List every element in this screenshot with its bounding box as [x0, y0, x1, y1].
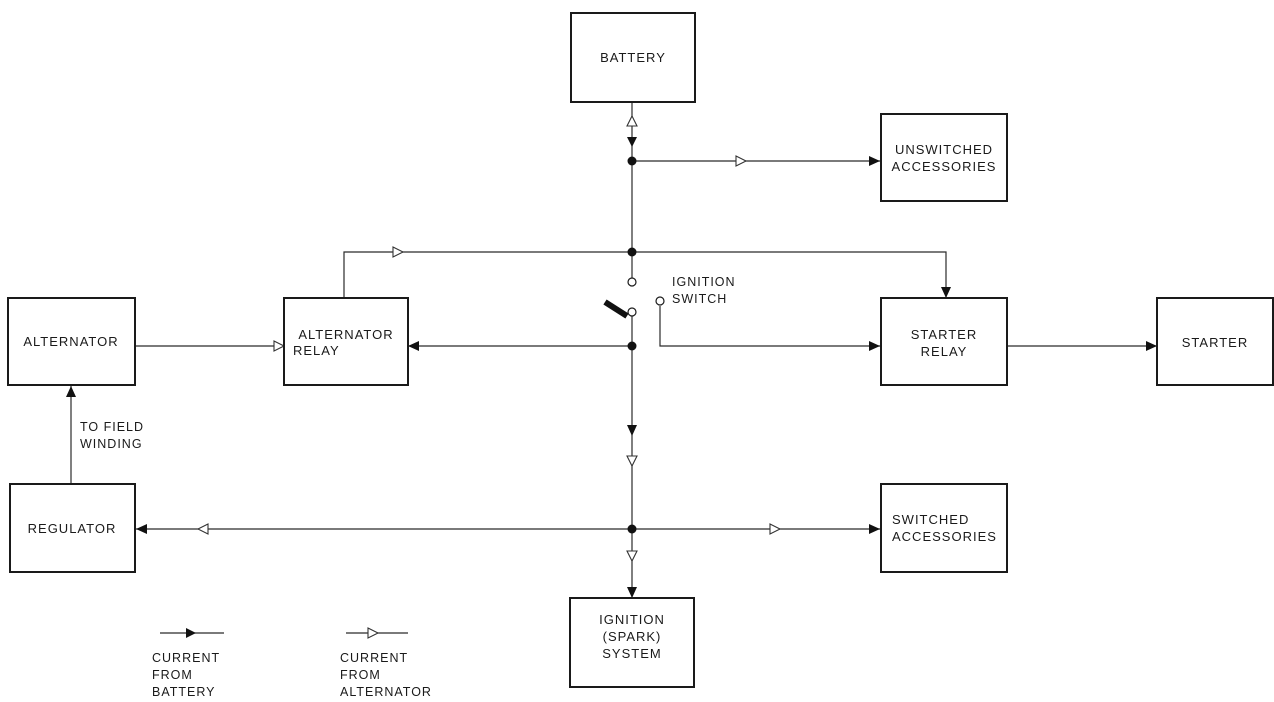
switched-arrowhead	[869, 524, 880, 534]
switched-accessories-box: SWITCHED ACCESSORIES	[880, 483, 1008, 573]
starter-label: STARTER	[1182, 335, 1248, 350]
switched-accessories-label-line2: ACCESSORIES	[892, 529, 997, 544]
ignition-system-arrowhead	[627, 587, 637, 598]
ignition-switch-label-line2: SWITCH	[672, 292, 727, 306]
switch-contact-start	[655, 296, 665, 306]
ignition-battery-arrow	[627, 425, 637, 436]
junction-dot	[627, 247, 637, 257]
ignition-switch-label-line1: IGNITION	[672, 275, 736, 289]
starter-arrowhead	[1146, 341, 1157, 351]
alternator-relay-arrowhead	[408, 341, 419, 351]
alternator-relay-label-line2: RELAY	[293, 343, 340, 358]
ignition-system-label-line3: SYSTEM	[602, 646, 661, 661]
unswitched-accessories-box: UNSWITCHED ACCESSORIES	[880, 113, 1008, 202]
battery-charge-arrow	[626, 114, 638, 127]
alternator-box: ALTERNATOR	[7, 297, 136, 386]
legend-alternator-line2: FROM	[340, 668, 381, 682]
field-winding-label-line2: WINDING	[80, 437, 143, 451]
starter-relay-box: STARTER RELAY	[880, 297, 1008, 386]
alternator-output-arrow	[273, 340, 286, 352]
battery-box: BATTERY	[570, 12, 696, 103]
switched-hollow-arrow	[769, 523, 782, 535]
ignition-hollow-arrow	[626, 455, 638, 468]
junction-dot	[627, 341, 637, 351]
regulator-hollow-arrow	[196, 523, 209, 535]
unswitched-hollow-arrow	[735, 155, 748, 167]
starter-relay-label-line2: RELAY	[921, 344, 968, 359]
legend-solid-arrow	[186, 628, 196, 638]
start-contact-wire	[659, 306, 880, 347]
unswitched-accessories-label-line2: ACCESSORIES	[892, 159, 997, 174]
legend-battery-line1: CURRENT	[152, 651, 220, 665]
ignition-system-box: IGNITION (SPARK) SYSTEM	[569, 597, 695, 688]
starter-relay-label-line1: STARTER	[911, 327, 977, 342]
battery-label: BATTERY	[600, 50, 666, 65]
alternator-relay-label-line1: ALTERNATOR	[298, 327, 393, 342]
ignition-system-label-line2: (SPARK)	[603, 629, 662, 644]
battery-arrow-down	[627, 137, 637, 147]
switch-lever	[603, 299, 629, 319]
ignition-system-label-line1: IGNITION	[599, 612, 665, 627]
junctions	[627, 156, 637, 534]
battery-current-arrows	[66, 137, 1157, 638]
legend: CURRENT FROM BATTERY CURRENT FROM ALTERN…	[152, 651, 432, 699]
regulator-label: REGULATOR	[28, 521, 117, 536]
unswitched-accessories-label-line1: UNSWITCHED	[895, 142, 993, 157]
switch-contact-common	[627, 307, 637, 317]
field-arrowhead	[66, 386, 76, 397]
legend-hollow-arrow	[367, 627, 380, 639]
ignition-system-hollow-arrow	[626, 550, 638, 563]
alternator-label: ALTERNATOR	[23, 334, 118, 349]
legend-battery-line2: FROM	[152, 668, 193, 682]
relay-link-wire	[343, 251, 947, 298]
legend-battery-line3: BATTERY	[152, 685, 216, 699]
starter-box: STARTER	[1156, 297, 1274, 386]
switch-contact-on	[627, 277, 637, 287]
field-winding-label-line1: TO FIELD	[80, 420, 144, 434]
legend-alternator-line3: ALTERNATOR	[340, 685, 432, 699]
alternator-current-arrows	[196, 114, 782, 639]
relay-link-hollow-arrow	[392, 246, 405, 258]
junction-dot	[627, 156, 637, 166]
legend-alternator-line1: CURRENT	[340, 651, 408, 665]
starter-relay-feed-arrowhead	[869, 341, 880, 351]
alternator-relay-box: ALTERNATOR RELAY	[283, 297, 409, 386]
regulator-box: REGULATOR	[9, 483, 136, 573]
junction-dot	[627, 524, 637, 534]
ignition-switch	[603, 277, 665, 319]
switched-accessories-label-line1: SWITCHED	[892, 512, 969, 527]
unswitched-arrowhead	[869, 156, 880, 166]
starter-relay-arrowhead	[941, 287, 951, 298]
regulator-arrowhead	[136, 524, 147, 534]
